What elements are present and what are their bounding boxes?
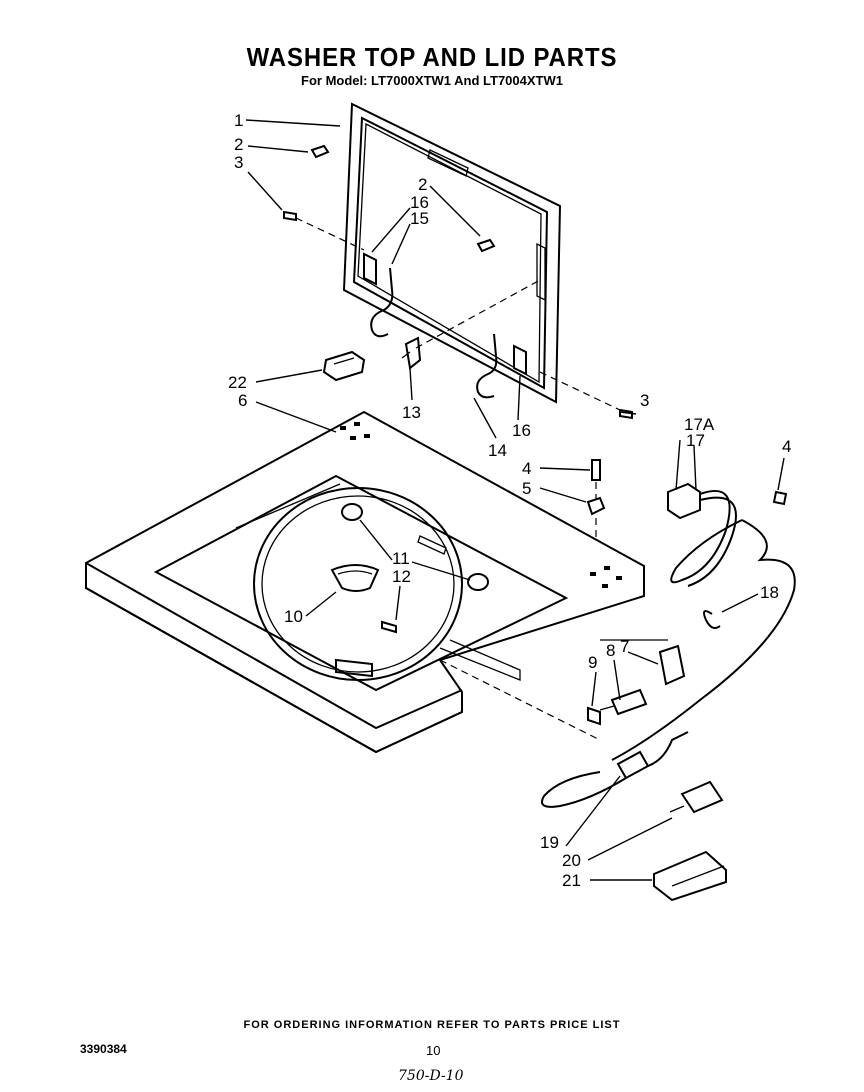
callout-6: 6: [238, 391, 247, 410]
callout-5: 5: [522, 479, 531, 498]
screw-2-lid: [476, 238, 496, 253]
callout-3-top: 3: [234, 153, 243, 172]
document-number: 3390384: [80, 1042, 127, 1056]
screw-9: [587, 706, 601, 726]
wire-harness-17: [611, 482, 796, 761]
bumper-11-right: [467, 573, 489, 591]
connector-19: [541, 731, 689, 808]
callout-15: 15: [410, 209, 429, 228]
actuator-8: [599, 688, 648, 716]
callout-20: 20: [562, 851, 581, 870]
clip-18: [703, 610, 721, 629]
screw-3-top: [283, 210, 297, 222]
lid-switch-7: [600, 639, 686, 686]
callout-3-right: 3: [640, 391, 649, 410]
callout-labels: 1 2 3 2 16 15 22 6 13 16 14 3 17A 17 4 4…: [228, 111, 791, 890]
handwritten-note: 750-D-10: [398, 1068, 464, 1084]
callout-9: 9: [588, 653, 597, 672]
callout-2-top: 2: [234, 135, 243, 154]
latch-22: [322, 350, 366, 382]
callout-1: 1: [234, 111, 243, 130]
callout-19: 19: [540, 833, 559, 852]
callout-16-top: 16: [410, 193, 429, 212]
page-number: 10: [426, 1043, 441, 1058]
hinge-bracket-13: [401, 336, 422, 370]
callout-10: 10: [284, 607, 303, 626]
callout-17: 17: [686, 431, 705, 450]
callout-2-lid: 2: [418, 175, 427, 194]
callout-14: 14: [488, 441, 507, 460]
lid-frame: [342, 102, 562, 404]
callout-8: 8: [606, 641, 615, 660]
callout-11: 11: [392, 549, 410, 568]
callout-13: 13: [402, 403, 421, 422]
callout-18: 18: [760, 583, 779, 602]
cup-10: [330, 564, 380, 592]
ordering-info-note: FOR ORDERING INFORMATION REFER TO PARTS …: [243, 1019, 621, 1031]
panel-holes: [340, 422, 622, 588]
lid-hinge-right: [476, 333, 527, 399]
bumper-11-left: [341, 503, 363, 521]
callout-4-center: 4: [522, 459, 531, 478]
callout-4-right: 4: [782, 437, 791, 456]
callout-22: 22: [228, 373, 247, 392]
model-subtitle: For Model: LT7000XTW1 And LT7004XTW1: [301, 73, 563, 88]
bracket-21: [653, 850, 727, 902]
screw-3-right: [619, 408, 633, 420]
nut-5: [586, 496, 606, 516]
screw-12: [381, 620, 397, 634]
callout-16-bottom: 16: [512, 421, 531, 440]
callout-21: 21: [562, 871, 581, 890]
lid-hinge-left: [363, 252, 394, 338]
callout-12: 12: [392, 567, 411, 586]
callout-7: 7: [620, 637, 629, 656]
callout-17a: 17A: [684, 415, 715, 434]
screw-4-right: [772, 490, 788, 506]
page-title: WASHER TOP AND LID PARTS: [246, 42, 618, 72]
leader-lines: [245, 119, 785, 881]
switch-20: [669, 780, 724, 814]
screw-2-top: [310, 144, 330, 159]
screw-4-center: [591, 459, 601, 481]
